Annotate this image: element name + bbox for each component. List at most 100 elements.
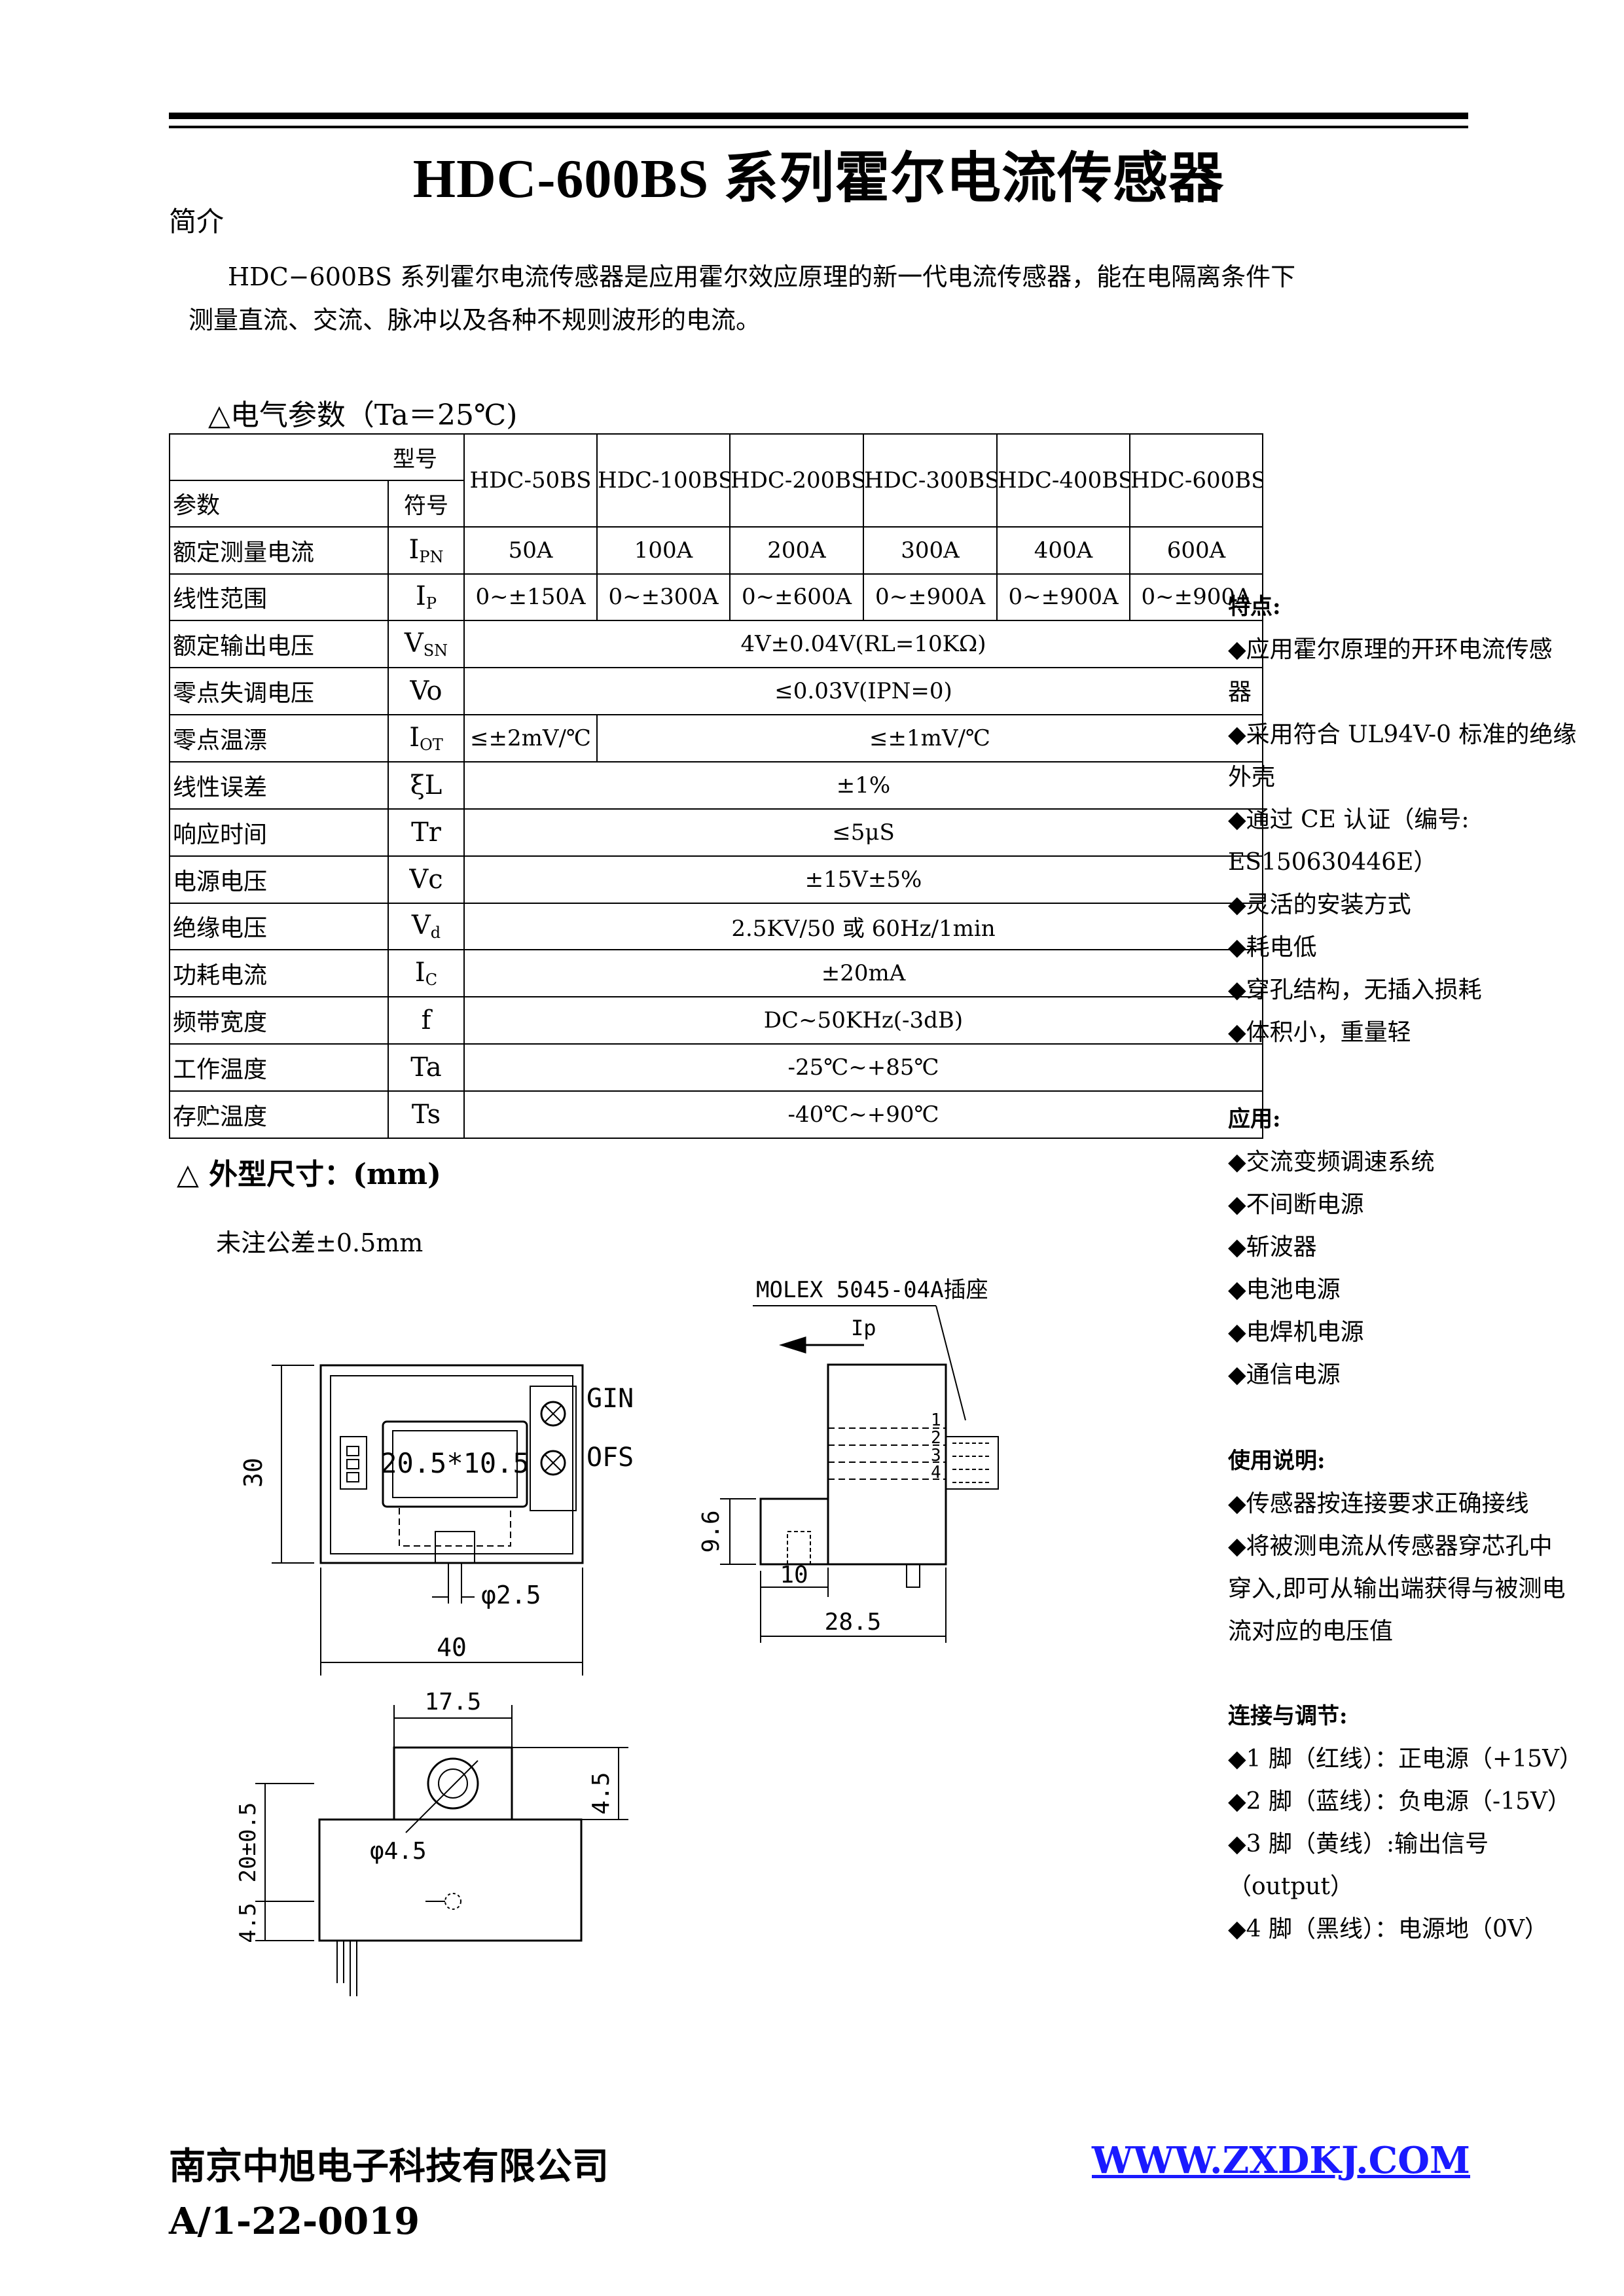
hole-label: φ2.5 (481, 1581, 541, 1609)
value-cell: 600A (1129, 526, 1263, 575)
param-name-cell: 额定测量电流 (169, 526, 389, 575)
pin-number: 4 (931, 1463, 941, 1482)
symbol-cell: IC (388, 949, 465, 998)
symbol-main: I (414, 958, 425, 988)
usage-item: 流对应的电压值 (1228, 1618, 1394, 1645)
connector-label: MOLEX 5045-04A插座 (756, 1277, 988, 1303)
param-name-cell: 零点失调电压 (169, 667, 389, 716)
height-label: 30 (239, 1458, 268, 1488)
w1-label: 10 (780, 1562, 808, 1588)
features-section: 特点: ◆应用霍尔原理的开环电流传感 器 ◆采用符合 UL94V-0 标准的绝缘… (1228, 586, 1595, 1054)
bottom-lower-block (318, 1818, 583, 1942)
param-name-cell: 零点温漂 (169, 714, 389, 762)
header-model: 型号 (169, 433, 465, 481)
connector-pin-3 (346, 1472, 359, 1482)
symbol-cell: IPN (388, 526, 465, 575)
small-hole-hidden (444, 1893, 461, 1910)
symbol-subscript: C (425, 971, 438, 990)
company-name: 南京中旭电子科技有限公司 (169, 2145, 609, 2188)
value-cell-merged: ±1% (463, 761, 1263, 810)
symbol-main: I (416, 581, 426, 612)
param-name-cell: 电源电压 (169, 855, 389, 904)
param-name-cell: 存贮温度 (169, 1090, 389, 1139)
side-pin (906, 1564, 920, 1588)
value-cell-merged: ±15V±5% (463, 855, 1263, 904)
intro-line-1: HDC−600BS 系列霍尔电流传感器是应用霍尔效应原理的新一代电流传感器，能在… (228, 262, 1296, 291)
value-cell: 0~±900A (1129, 573, 1263, 622)
feature-item: ES150630446E） (1228, 849, 1437, 876)
model-header: HDC-400BS (996, 433, 1130, 528)
ofs-potentiometer-icon (540, 1450, 566, 1476)
side-view: MOLEX 5045-04A插座 Ip 1 2 3 4 9.6 10 28.5 (698, 1277, 999, 1643)
value-cell-merged: ≤0.03V(IPN=0) (463, 667, 1263, 716)
connector-pin-1 (346, 1446, 359, 1456)
symbol-cell: Vd (388, 902, 465, 951)
side-tab (759, 1498, 829, 1566)
width-label: 40 (437, 1633, 467, 1662)
through-hole-inner (438, 1768, 468, 1799)
application-item: ◆电池电源 (1228, 1276, 1341, 1303)
pot-box (530, 1386, 577, 1511)
symbol-cell: Vo (388, 667, 465, 716)
value-cell: 200A (729, 526, 864, 575)
model-header: HDC-200BS (729, 433, 864, 528)
left-dim-1-label: 20±0.5 (235, 1803, 261, 1883)
tolerance-note: 未注公差±0.5mm (216, 1229, 424, 1257)
symbol-main: Vo (410, 676, 442, 707)
param-name-cell: 绝缘电压 (169, 902, 389, 951)
hidden-hole-outline (399, 1506, 511, 1547)
value-cell: 0~±900A (863, 573, 998, 622)
gin-pot-mark-2 (545, 1405, 562, 1422)
footer-left: 南京中旭电子科技有限公司 A/1-22-0019 (169, 2139, 609, 2249)
symbol-cell: IP (388, 573, 465, 622)
value-cell: 100A (596, 526, 731, 575)
symbol-main: V (404, 628, 424, 659)
symbol-main: Vc (409, 864, 443, 895)
dimensions-heading: △ 外型尺寸：(mm) (177, 1158, 441, 1191)
pin-number: 1 (931, 1410, 941, 1430)
param-name-cell: 额定输出电压 (169, 620, 389, 669)
left-dim-2-label: 4.5 (235, 1903, 261, 1943)
value-cell-merged: ≤5μS (463, 808, 1263, 857)
electrical-heading: △电气参数（Ta＝25℃) (208, 399, 518, 432)
current-label: Ip (851, 1316, 876, 1340)
document-code: A/1-22-0019 (169, 2200, 420, 2243)
features-heading: 特点: (1228, 594, 1281, 620)
param-name-cell: 响应时间 (169, 808, 389, 857)
intro-heading: 简介 (169, 206, 225, 238)
value-cell-merged: 4V±0.04V(RL=10KΩ) (463, 620, 1263, 669)
website-link[interactable]: WWW.ZXDKJ.COM (1092, 2139, 1470, 2182)
window-size-label: 20.5*10.5 (380, 1447, 530, 1479)
feature-item: ◆通过 CE 认证（编号: (1228, 806, 1470, 833)
param-name-cell: 工作温度 (169, 1043, 389, 1092)
applications-heading: 应用: (1228, 1106, 1281, 1132)
feature-item: ◆穿孔结构，无插入损耗 (1228, 977, 1482, 1003)
application-item: ◆交流变频调速系统 (1228, 1149, 1435, 1175)
symbol-main: Ta (410, 1052, 442, 1083)
bottom-hole-label: φ4.5 (370, 1838, 427, 1865)
value-cell: 400A (996, 526, 1130, 575)
gin-label: GIN (586, 1384, 634, 1414)
table-row: 电源电压 Vc ±15V±5% (169, 855, 1263, 904)
param-name-cell: 线性范围 (169, 573, 389, 622)
connector-leader (935, 1305, 966, 1421)
feature-item: 外壳 (1228, 764, 1276, 791)
header-param: 参数 (169, 479, 389, 528)
front-view: 20.5*10.5 GIN OFS φ2.5 30 40 (239, 1364, 634, 1676)
symbol-main: I (409, 723, 420, 753)
feature-item: ◆灵活的安装方式 (1228, 891, 1411, 918)
symbol-main: I (408, 534, 420, 565)
application-item: ◆电焊机电源 (1228, 1319, 1364, 1346)
side-tab-hole (787, 1531, 811, 1565)
connection-item: ◆3 脚（黄线）:输出信号（output） (1228, 1831, 1489, 1900)
symbol-cell: IOT (388, 714, 465, 762)
symbol-cell: f (388, 996, 465, 1045)
side-body (827, 1363, 947, 1566)
symbol-cell: Ta (388, 1043, 465, 1092)
w2-label: 28.5 (825, 1609, 882, 1636)
